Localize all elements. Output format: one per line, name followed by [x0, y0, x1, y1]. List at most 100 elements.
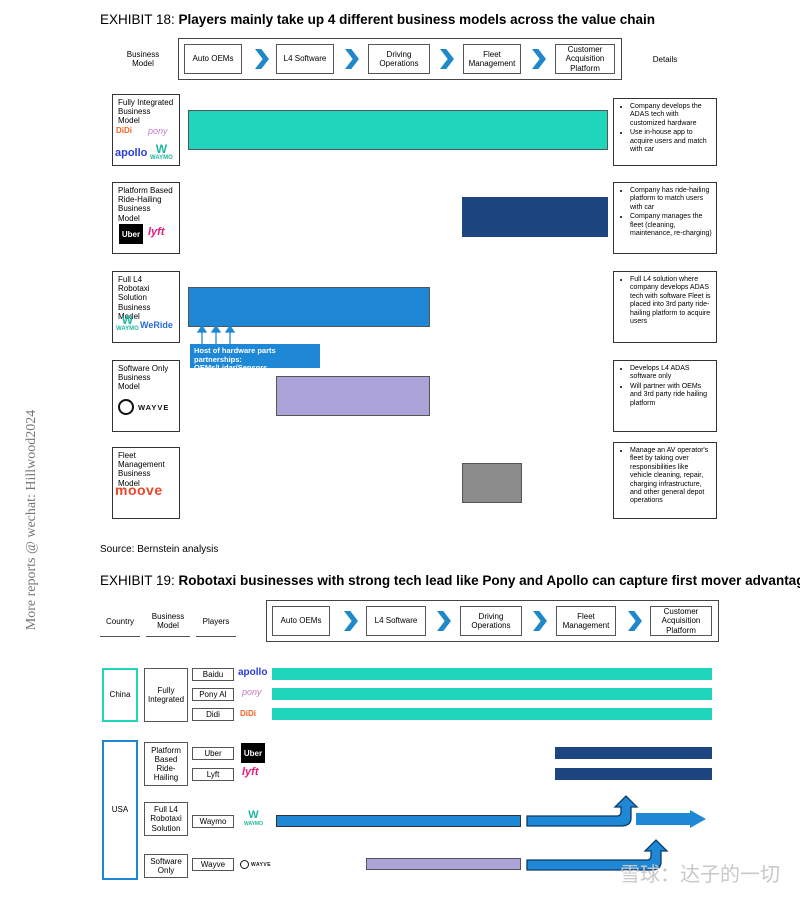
waymo-wordmark: WAYMO: [150, 155, 173, 161]
exhibit19-title: EXHIBIT 19: Robotaxi businesses with str…: [100, 573, 800, 588]
model-fully-integrated: Fully Integrated Business Model: [112, 94, 180, 166]
exhibit18-title: EXHIBIT 18: Players mainly take up 4 dif…: [100, 12, 655, 27]
bar-fully-integrated: [188, 110, 608, 150]
uber-logo: Uber: [119, 224, 143, 244]
country-header: Country: [105, 617, 134, 626]
player-baidu: Baidu: [192, 668, 234, 681]
detail-item: Full L4 solution where company develops …: [630, 276, 712, 326]
didi-logo: DiDi: [240, 709, 256, 718]
hardware-partnership-note: Host of hardware parts partnerships: OEM…: [190, 344, 320, 372]
bar-pony: [272, 688, 712, 700]
model-name: Platform Based Ride-Hailing Business Mod…: [118, 186, 173, 223]
wayve-icon: [240, 860, 249, 869]
weride-logo: WeRide: [140, 320, 173, 330]
bar-fleet-management: [462, 463, 522, 503]
details-header: Details: [652, 55, 678, 64]
model-platform-based: Platform Based Ride-Hailing Business Mod…: [112, 182, 180, 254]
business-model-header: Business Model: [126, 50, 160, 69]
chain-driving-operations: Driving Operations: [368, 44, 430, 74]
model-full-l4: Full L4 Robotaxi Solution Business Model: [112, 271, 180, 343]
chain-customer-acquisition: Customer Acquisition Platform: [650, 606, 712, 636]
value-chain-frame-19: [266, 600, 719, 642]
chain-customer-acquisition: Customer Acquisition Platform: [555, 44, 615, 74]
business-model-header-19: Business Model: [151, 612, 185, 631]
wayve-logo: WAYVE: [118, 399, 169, 415]
model-software-only: Software Only Business Model: [112, 360, 180, 432]
chain-fleet-management: Fleet Management: [556, 606, 616, 636]
model-name: Fully Integrated Business Model: [118, 98, 174, 126]
bar-uber: [555, 747, 712, 759]
waymo-icon: W: [248, 809, 259, 821]
value-chain-frame: [178, 38, 622, 80]
bar-platform-based: [462, 197, 608, 237]
details-platform-based: Company has ride-hailing platform to mat…: [613, 182, 717, 254]
waymo-wordmark: WAYMO: [244, 821, 263, 827]
bar-full-l4: [188, 287, 430, 327]
model-name: Software Only Business Model: [118, 364, 169, 392]
player-lyft: Lyft: [192, 768, 234, 781]
model-software-only-19: Software Only: [144, 854, 188, 878]
bar-didi: [272, 708, 712, 720]
model-fleet-management: Fleet Management Business Model: [112, 447, 180, 519]
apollo-logo: apollo: [115, 147, 148, 159]
waymo-logo: W WAYMO: [116, 314, 139, 332]
exhibit18-heading: Players mainly take up 4 different busin…: [178, 12, 655, 27]
chain-l4-software: L4 Software: [366, 606, 426, 636]
player-uber: Uber: [192, 747, 234, 760]
model-name: Fleet Management Business Model: [118, 451, 165, 488]
model-fully-integrated-19: Fully Integrated: [144, 668, 188, 722]
detail-item: Develops L4 ADAS software only: [630, 365, 712, 382]
up-arrows-icon: [196, 326, 236, 344]
wayve-wordmark: WAYVE: [251, 861, 272, 868]
chain-fleet-management: Fleet Management: [463, 44, 521, 74]
wayve-wordmark: WAYVE: [138, 402, 170, 412]
right-arrow-icon: [636, 810, 706, 828]
header-underline: [146, 636, 190, 637]
pony-logo: pony: [242, 687, 262, 697]
chain-auto-oems: Auto OEMs: [272, 606, 330, 636]
model-full-l4-19: Full L4 Robotaxi Solution: [144, 802, 188, 836]
chain-l4-software: L4 Software: [276, 44, 334, 74]
xueqiu-watermark: 雪球：达子的一切: [620, 864, 780, 886]
player-wayve: Wayve: [192, 858, 234, 871]
detail-item: Use in-house app to acquire users and ma…: [630, 129, 712, 154]
detail-item: Company develops the ADAS tech with cust…: [630, 103, 712, 128]
details-full-l4: Full L4 solution where company develops …: [613, 271, 717, 343]
bar-software-only: [276, 376, 430, 416]
detail-item: Company has ride-hailing platform to mat…: [630, 187, 712, 212]
waymo-logo: W WAYMO: [150, 143, 173, 161]
bar-lyft: [555, 768, 712, 780]
bar-waymo: [276, 815, 521, 827]
exhibit18-label: EXHIBIT 18:: [100, 12, 179, 27]
wayve-icon: [118, 399, 134, 415]
expansion-arrow-icon: [526, 795, 639, 827]
sidebar-watermark: More reports @ wechat: Hillwood2024: [24, 409, 39, 631]
expansion-arrow-icon: [526, 839, 669, 871]
waymo-logo: W WAYMO: [244, 809, 263, 828]
details-fully-integrated: Company develops the ADAS tech with cust…: [613, 98, 717, 166]
details-software-only: Develops L4 ADAS software only Will part…: [613, 360, 717, 432]
source-note: Source: Bernstein analysis: [100, 544, 219, 555]
didi-logo: DiDi: [116, 126, 132, 135]
waymo-wordmark: WAYMO: [116, 326, 139, 332]
bar-wayve: [366, 858, 521, 870]
apollo-logo: apollo: [238, 667, 268, 678]
player-didi: Didi: [192, 708, 234, 721]
player-pony-ai: Pony AI: [192, 688, 234, 701]
waymo-icon: W: [121, 313, 134, 327]
wayve-logo: WAYVE: [240, 860, 271, 869]
bar-baidu: [272, 668, 712, 680]
moove-logo: moove: [115, 482, 163, 498]
header-underline: [100, 636, 140, 637]
player-waymo: Waymo: [192, 815, 234, 828]
exhibit19-label: EXHIBIT 19:: [100, 573, 179, 588]
model-platform-based-19: Platform Based Ride-Hailing: [144, 742, 188, 786]
detail-item: Will partner with OEMs and 3rd party rid…: [630, 383, 712, 408]
chain-driving-operations: Driving Operations: [460, 606, 522, 636]
exhibit19-heading: Robotaxi businesses with strong tech lea…: [178, 573, 800, 588]
details-fleet-management: Manage an AV operator's fleet by taking …: [613, 442, 717, 519]
country-china: China: [102, 668, 138, 722]
uber-logo: Uber: [241, 743, 265, 763]
lyft-logo: lyft: [242, 766, 259, 778]
detail-item: Company manages the fleet (cleaning, mai…: [630, 213, 712, 238]
